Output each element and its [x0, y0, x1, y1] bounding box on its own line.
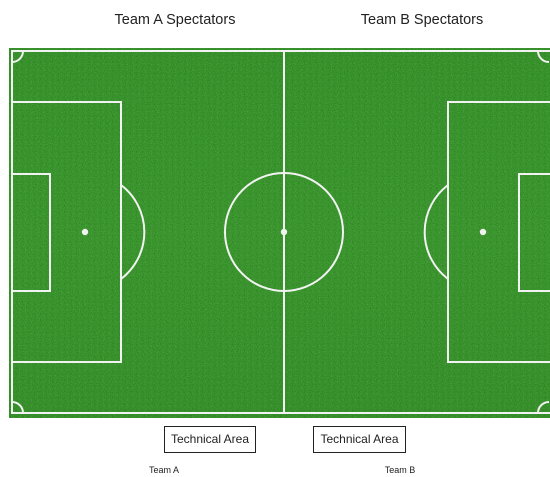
- technical-area-team-b: Technical Area: [313, 426, 406, 453]
- right-penalty-arc: [423, 184, 449, 280]
- right-penalty-spot: [479, 228, 487, 236]
- team-a-spectators-label: Team A Spectators: [114, 12, 236, 28]
- corner-arc-top-right: [537, 50, 550, 63]
- right-goal-area: [518, 173, 550, 292]
- team-b-spectators-label: Team B Spectators: [360, 12, 484, 28]
- center-spot: [280, 228, 288, 236]
- team-b-label: Team B: [384, 465, 416, 475]
- left-goal-area: [11, 173, 51, 292]
- left-penalty-arc: [120, 184, 146, 280]
- corner-arc-bottom-left: [11, 401, 24, 414]
- technical-area-team-a: Technical Area: [164, 426, 256, 453]
- corner-arc-bottom-right: [537, 401, 550, 414]
- football-pitch: [9, 48, 550, 418]
- team-a-label: Team A: [148, 465, 180, 475]
- right-penalty-area: [447, 101, 550, 363]
- corner-arc-top-left: [11, 50, 24, 63]
- left-penalty-spot: [81, 228, 89, 236]
- center-circle: [224, 172, 344, 292]
